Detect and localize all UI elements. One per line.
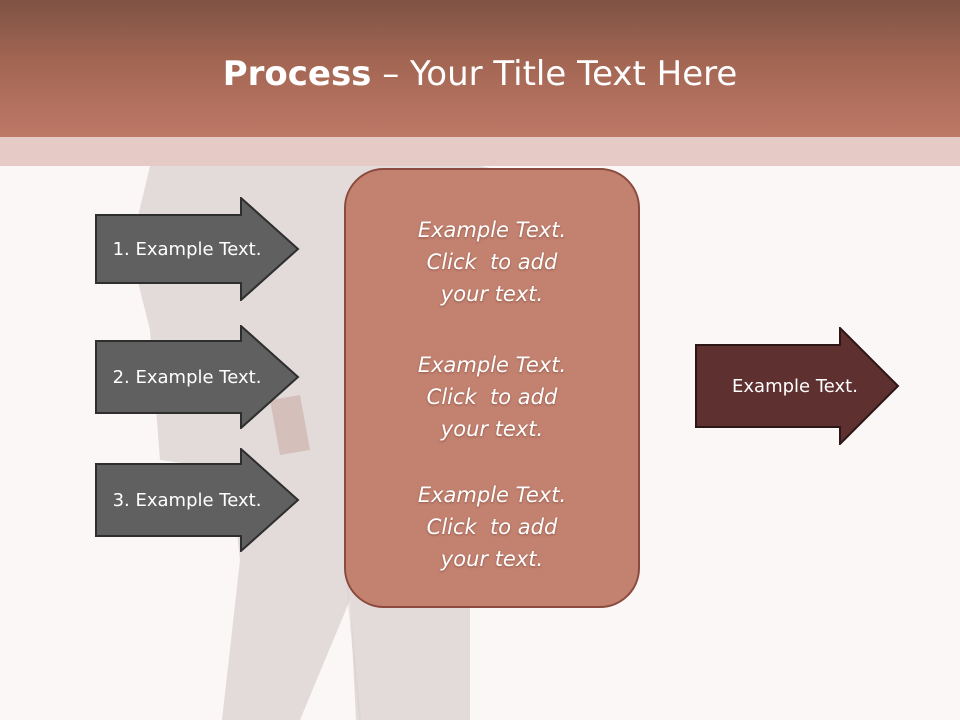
title-rest: – Your Title Text Here bbox=[371, 54, 738, 94]
center-line: your text. bbox=[440, 282, 544, 306]
step-arrow-2[interactable]: 2. Example Text. bbox=[95, 325, 300, 429]
step-arrow-1[interactable]: 1. Example Text. bbox=[95, 197, 300, 301]
center-line: Click to add bbox=[426, 250, 558, 274]
result-arrow-shape bbox=[695, 327, 900, 445]
step-label: 2. Example Text. bbox=[112, 366, 262, 388]
center-block-1: Example Text. Click to add your text. bbox=[346, 214, 638, 310]
step-label: 3. Example Text. bbox=[112, 489, 262, 511]
step-arrow-shape bbox=[95, 325, 300, 429]
center-block-2: Example Text. Click to add your text. bbox=[346, 349, 638, 445]
step-arrow-3[interactable]: 3. Example Text. bbox=[95, 448, 300, 552]
result-label: Example Text. bbox=[732, 375, 858, 397]
center-block-3: Example Text. Click to add your text. bbox=[346, 479, 638, 575]
slide-title[interactable]: Process – Your Title Text Here bbox=[0, 52, 960, 96]
center-line: your text. bbox=[440, 547, 544, 571]
step-label: 1. Example Text. bbox=[112, 238, 262, 260]
center-line: Click to add bbox=[426, 385, 558, 409]
header-strip bbox=[0, 137, 960, 166]
center-line: Example Text. bbox=[417, 218, 567, 242]
step-arrow-shape bbox=[95, 197, 300, 301]
step-arrow-shape bbox=[95, 448, 300, 552]
title-bold: Process bbox=[222, 54, 372, 94]
header-band bbox=[0, 0, 960, 137]
center-line: Click to add bbox=[426, 515, 558, 539]
center-line: Example Text. bbox=[417, 483, 567, 507]
center-text-box[interactable]: Example Text. Click to add your text. Ex… bbox=[344, 168, 640, 608]
result-arrow[interactable]: Example Text. bbox=[695, 327, 900, 445]
center-line: your text. bbox=[440, 417, 544, 441]
center-line: Example Text. bbox=[417, 353, 567, 377]
